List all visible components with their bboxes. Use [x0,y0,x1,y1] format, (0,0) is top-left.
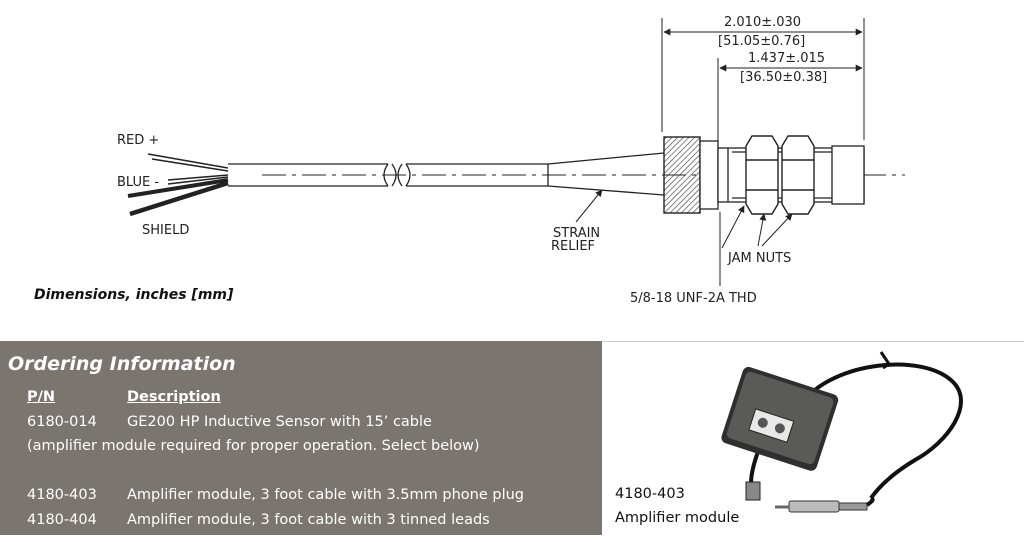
dimension-lines [661,18,865,142]
jam-nuts-label: JAM NUTS [727,251,791,266]
sensor-dimension-drawing: 2.010±.030 [51.05±0.76] 1.437±.015 [36.5… [117,15,905,306]
row-description: Amplifier module, 3 foot cable with 3.5m… [127,487,524,503]
leader-lines [575,189,793,286]
row-description: GE200 HP Inductive Sensor with 15’ cable [127,414,432,430]
knurled-nut [663,136,701,214]
dim-overall-in: 2.010±.030 [724,15,801,30]
amplifier-photo-panel: 4180-403 Amplifier module [603,341,1024,536]
dimensions-caption: Dimensions, inches [mm] [34,287,234,303]
column-header-pn: P/N [27,389,56,405]
dim-body-in: 1.437±.015 [748,51,825,66]
strain-relief-label-1: STRAIN [553,226,600,241]
lead-blue-label: BLUE - [117,175,159,190]
lead-shield-label: SHIELD [142,223,189,238]
column-header-description: Description [127,389,221,405]
amplifier-module-photo [721,351,963,513]
thread-spec-label: 5/8-18 UNF-2A THD [630,291,757,306]
ordering-information-panel: Ordering Information P/N Description 618… [0,341,602,535]
cable [228,152,665,196]
row-description: Amplifier module, 3 foot cable with 3 ti… [127,512,490,528]
lead-wires [127,153,229,217]
dim-overall-mm: [51.05±0.76] [718,34,805,49]
ordering-title: Ordering Information [8,353,236,375]
row-pn: 4180-403 [27,487,97,503]
ordering-note: (amplifier module required for proper op… [27,438,480,454]
strain-relief-label-2: RELIEF [551,239,595,254]
row-pn: 4180-404 [27,512,97,528]
amp-photo-pn: 4180-403 [615,486,685,502]
jam-nuts [745,135,815,215]
lead-red-label: RED + [117,133,159,148]
amp-photo-label: Amplifier module [615,510,740,526]
dim-body-mm: [36.50±0.38] [740,70,827,85]
row-pn: 6180-014 [27,414,97,430]
